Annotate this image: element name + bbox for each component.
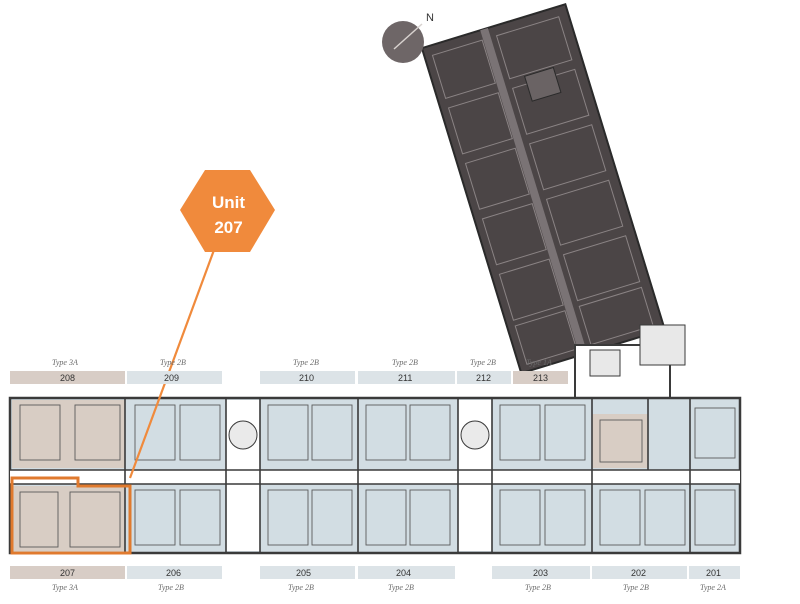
type-label-204: Type 2B	[388, 583, 414, 592]
tower-wing	[420, 3, 666, 375]
callout-line1: Unit	[211, 193, 246, 212]
top-label-bands	[10, 371, 568, 384]
type-label-210: Type 2B	[293, 358, 319, 367]
unit-label-206: 206	[166, 568, 182, 578]
unit-label-205: 205	[296, 568, 312, 578]
unit-label-204: 204	[396, 568, 412, 578]
compass-north-label: N	[426, 12, 434, 24]
type-label-206: Type 2B	[158, 583, 184, 592]
type-label-205: Type 2B	[288, 583, 314, 592]
unit-label-208: 208	[60, 373, 76, 383]
unit-label-209: 209	[164, 373, 180, 383]
type-label-212: Type 2B	[470, 358, 496, 367]
unit-label-213: 213	[533, 373, 549, 383]
unit-label-207: 207	[60, 568, 76, 578]
unit-label-210: 210	[299, 373, 315, 383]
main-wing	[8, 396, 742, 555]
unit-label-201: 201	[706, 568, 722, 578]
callout-leader-line	[128, 249, 216, 479]
bottom-label-bands	[10, 566, 740, 579]
type-label-202: Type 2B	[623, 583, 649, 592]
type-label-213: Type 1A	[526, 358, 552, 367]
unit-207-highlight	[10, 476, 132, 555]
compass	[382, 21, 424, 63]
type-label-201: Type 2A	[700, 583, 726, 592]
type-label-208: Type 3A	[52, 358, 78, 367]
type-label-211: Type 2B	[392, 358, 418, 367]
unit-label-212: 212	[476, 373, 492, 383]
unit-label-203: 203	[533, 568, 549, 578]
type-label-203: Type 2B	[525, 583, 551, 592]
type-label-207: Type 3A	[52, 583, 78, 592]
connector-core	[574, 324, 686, 401]
unit-callout: Unit 207	[180, 170, 277, 278]
callout-line2: 207	[214, 218, 243, 237]
unit-label-202: 202	[631, 568, 647, 578]
type-label-209: Type 2B	[160, 358, 186, 367]
unit-callout-hexagon	[180, 170, 275, 252]
unit-label-211: 211	[398, 373, 413, 383]
